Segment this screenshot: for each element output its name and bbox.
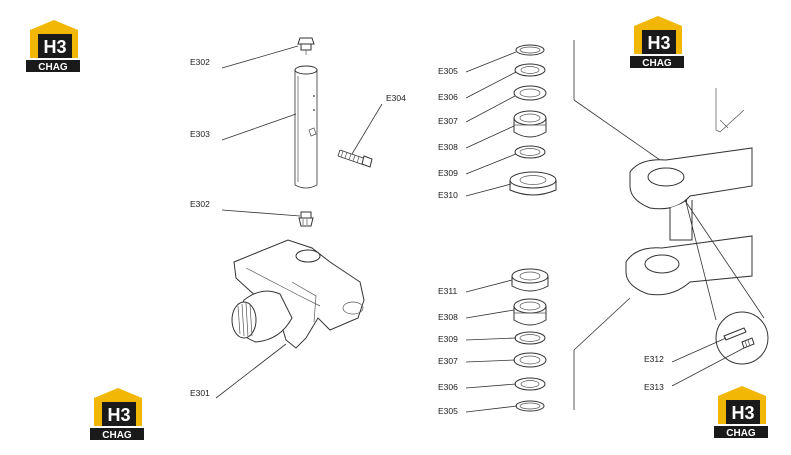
brand-logo-top-left: H3 CHAG <box>24 18 82 76</box>
label-e308-top: E308 <box>438 142 458 152</box>
kingpin-shaft <box>294 65 318 189</box>
logo-text-top: H3 <box>647 33 670 53</box>
h3-chag-logo-icon: H3 CHAG <box>90 388 144 441</box>
h3-chag-logo-icon: H3 CHAG <box>714 386 768 439</box>
label-e303: E303 <box>190 129 210 139</box>
label-e304: E304 <box>386 93 406 103</box>
label-e310: E310 <box>438 190 458 200</box>
lower-bearing-stack <box>511 268 549 412</box>
brand-logo-bottom-left: H3 CHAG <box>88 386 146 444</box>
steering-knuckle <box>231 239 365 349</box>
label-e301: E301 <box>190 388 210 398</box>
grease-nipple-bottom <box>298 211 314 227</box>
logo-text-top: H3 <box>107 405 130 425</box>
left-leader-lines <box>215 45 383 399</box>
label-e302-top: E302 <box>190 57 210 67</box>
logo-text-bottom: CHAG <box>642 58 672 69</box>
middle-leader-lines <box>465 51 518 413</box>
label-e313: E313 <box>644 382 664 392</box>
logo-text-bottom: CHAG <box>726 428 756 439</box>
label-e306-bottom: E306 <box>438 382 458 392</box>
logo-text-top: H3 <box>731 403 754 423</box>
brand-logo-top-right: H3 CHAG <box>628 14 686 72</box>
label-e308-bottom: E308 <box>438 312 458 322</box>
h3-chag-logo-icon: H3 CHAG <box>26 20 80 73</box>
label-e312: E312 <box>644 354 664 364</box>
lock-bolt <box>337 149 373 168</box>
pin-detail-circle <box>685 201 769 365</box>
label-e309-top: E309 <box>438 168 458 178</box>
upper-bearing-stack <box>509 44 557 196</box>
axle-bracket <box>573 40 753 410</box>
label-e302-bottom: E302 <box>190 199 210 209</box>
h3-chag-logo-icon: H3 CHAG <box>630 16 684 69</box>
logo-text-bottom: CHAG <box>38 62 68 73</box>
brand-logo-bottom-right: H3 CHAG <box>712 384 770 442</box>
right-leader-lines <box>671 337 745 387</box>
grease-nipple-top <box>297 37 315 55</box>
label-e305-top: E305 <box>438 66 458 76</box>
label-e309-bottom: E309 <box>438 334 458 344</box>
label-e307-bottom: E307 <box>438 356 458 366</box>
label-e305-bottom: E305 <box>438 406 458 416</box>
label-e311: E311 <box>438 286 457 296</box>
label-e307-top: E307 <box>438 116 458 126</box>
logo-text-bottom: CHAG <box>102 430 132 441</box>
label-e306-top: E306 <box>438 92 458 102</box>
logo-text-top: H3 <box>43 37 66 57</box>
